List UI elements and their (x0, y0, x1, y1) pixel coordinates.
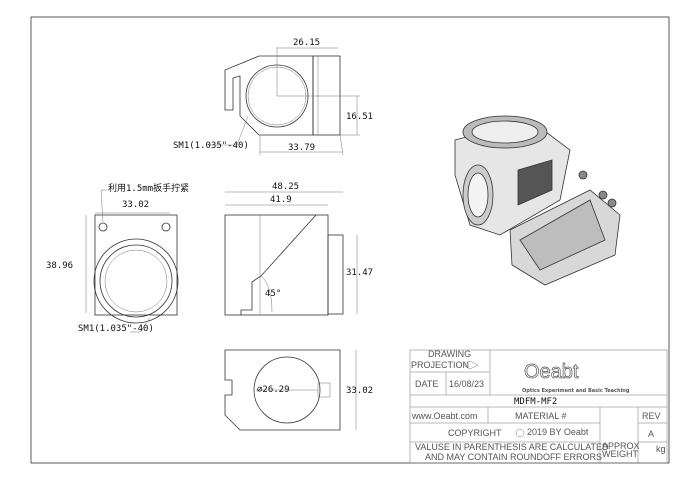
part-number: MDFM-MF2 (514, 397, 557, 407)
bottom-view: ⌀26.29 33.02 (224, 349, 373, 431)
tagline: Optics Experiment and Basic Teaching (522, 388, 630, 394)
weight-unit: kg (656, 444, 666, 454)
dim-33-02-bottom: 33.02 (346, 386, 373, 396)
thread-label-top: SM1(1.035"-40) (173, 141, 249, 151)
drawing-label: DRAWING (428, 349, 471, 359)
material-label: MATERIAL # (515, 411, 567, 421)
title-block: DRAWING PROJECTION DATE 16/08/23 Oeabt O… (409, 349, 668, 464)
thread-label-front: SM1(1.035"-40) (78, 324, 154, 334)
weight-label: WEIGHT (602, 449, 638, 459)
copyright-year: 2019 BY Oeabt (527, 427, 589, 437)
dim-41-9: 41.9 (270, 195, 292, 205)
website-link: www.Oeabt.com (411, 411, 478, 421)
drawing-frame (30, 16, 670, 464)
angle-45: 45° (265, 289, 281, 299)
dim-diameter-26-29: ⌀26.29 (257, 385, 290, 395)
rev-label: REV (642, 411, 661, 421)
dim-33-79: 33.79 (288, 143, 315, 153)
dim-33-02-front: 33.02 (122, 200, 149, 210)
top-view: 26.15 16.51 33.79 SM1(1.035"-40) (173, 38, 373, 156)
date-label: DATE (415, 379, 438, 389)
side-view: 48.25 41.9 31.47 45° (224, 182, 373, 316)
dim-48-25: 48.25 (272, 182, 299, 192)
note-line-2: AND MAY CONTAIN ROUNDOFF ERRORS (425, 452, 602, 462)
rev-value: A (648, 429, 654, 439)
projection-label: PROJECTION (411, 360, 469, 370)
copyright-label: COPYRIGHT (448, 428, 502, 438)
approx-label: APPROX (602, 441, 640, 451)
isometric-view (454, 115, 621, 286)
date-value: 16/08/23 (449, 379, 484, 389)
front-view: 利用1.5mm扳手拧紧 33.02 38.96 SM1(1.035"-40) (46, 182, 189, 334)
dim-31-47: 31.47 (346, 268, 373, 278)
note-line-1: VALUSE IN PARENTHESIS ARE CALCULATED (415, 442, 609, 452)
dim-16-51: 16.51 (346, 112, 373, 122)
logo: Oeabt (524, 361, 579, 383)
dim-38-96: 38.96 (46, 261, 73, 271)
dim-26-15: 26.15 (293, 38, 320, 48)
wrench-note: 利用1.5mm扳手拧紧 (108, 182, 189, 194)
